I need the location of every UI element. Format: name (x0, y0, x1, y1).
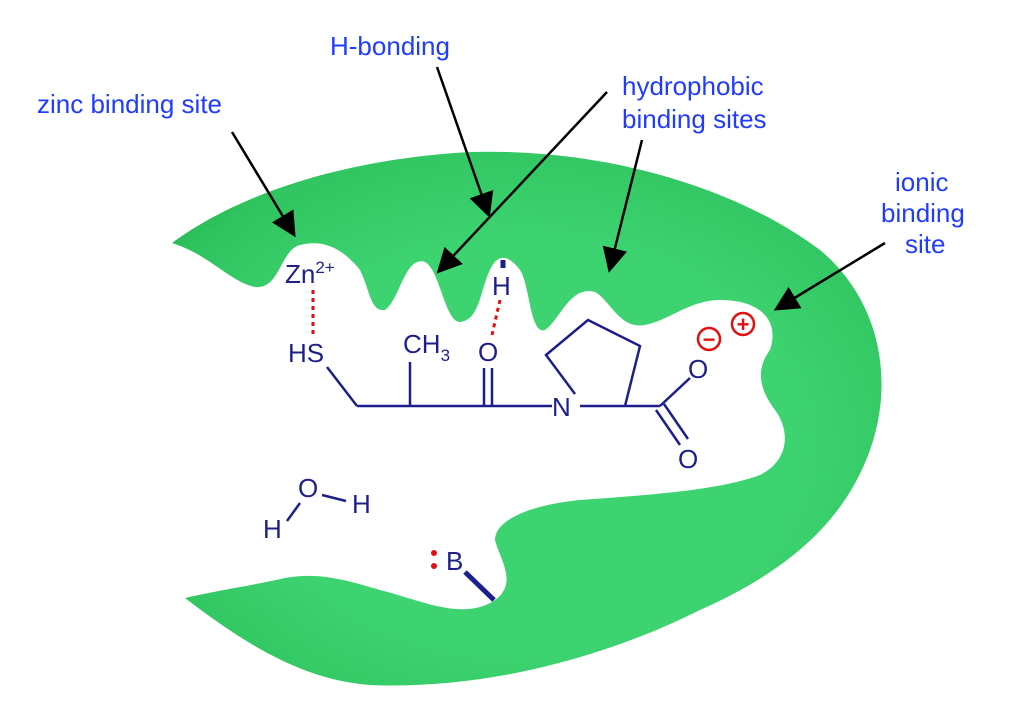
protein-body (172, 151, 882, 686)
molecule-bonds (285, 318, 691, 522)
base-bond (463, 570, 496, 602)
ionic-label-line3: site (905, 229, 945, 259)
carbonyl-oxygen: O (478, 337, 498, 367)
ionic-label-line1: ionic (895, 167, 948, 197)
svg-text:+: + (737, 312, 750, 337)
proline-nitrogen: N (552, 392, 571, 422)
base-atom: B (446, 546, 463, 576)
lone-pair-dot-2 (431, 563, 437, 569)
water-oxygen: O (298, 473, 318, 503)
zinc-site-arrow (230, 131, 296, 238)
zinc-site-label: zinc binding site (37, 89, 222, 119)
h-bond-interaction (490, 299, 502, 336)
lone-pair-dot-1 (431, 550, 437, 556)
carboxylate-oxygen-anion: O (688, 354, 708, 384)
methyl-group: CH3 (403, 329, 450, 365)
svg-text:−: − (703, 327, 716, 352)
hydrophobic-label-line1: hydrophobic (622, 71, 764, 101)
positive-charge: + (730, 311, 756, 337)
water-hydrogen-1: H (263, 514, 282, 544)
zinc-ion: Zn2+ (285, 258, 335, 289)
carboxylate-oxygen-carbonyl: O (678, 444, 698, 474)
h-bonding-arrow (435, 66, 494, 218)
h-bonding-label: H-bonding (330, 31, 450, 61)
ionic-label-line2: binding (881, 198, 965, 228)
negative-charge: − (696, 326, 722, 352)
h-bond-donor-h: H (492, 271, 511, 301)
thiol-group: HS (288, 338, 324, 368)
hydrophobic-arrow-2 (602, 139, 644, 273)
water-hydrogen-2: H (352, 489, 371, 519)
hydrophobic-arrow-1 (436, 91, 608, 274)
ionic-site-arrow (773, 241, 886, 311)
hydrophobic-label-line2: binding sites (622, 104, 767, 134)
